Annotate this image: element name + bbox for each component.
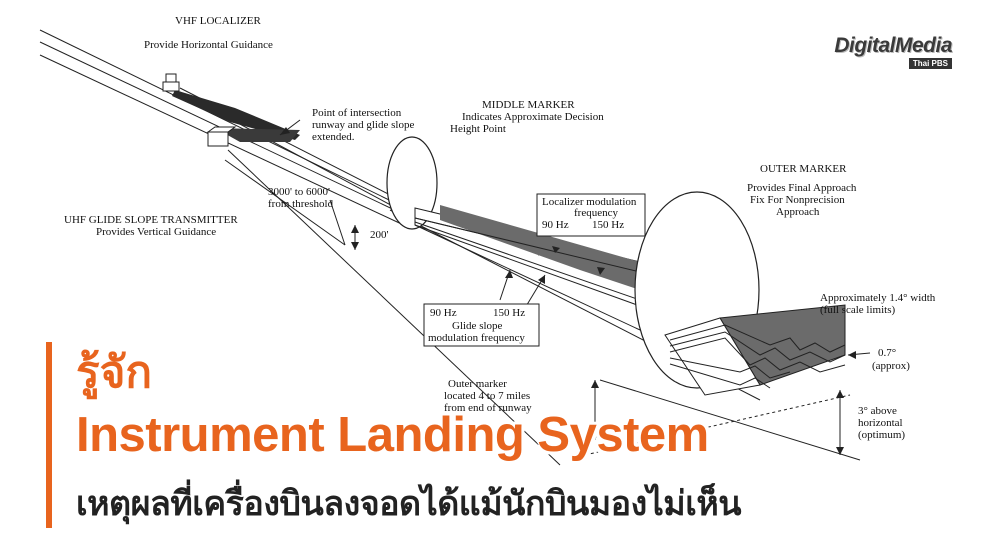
outer-marker-title: OUTER MARKER bbox=[760, 163, 847, 175]
brand-logo: DigitalMedia Thai PBS bbox=[798, 32, 958, 72]
outer-marker-line3: Approach bbox=[776, 206, 820, 218]
glide-mod-box bbox=[423, 303, 540, 347]
localizer-title: VHF LOCALIZER bbox=[175, 15, 261, 27]
glide-slope-transmitter-icon bbox=[206, 126, 237, 147]
width-line2: (full scale limits) bbox=[820, 304, 896, 316]
glide-mod-90: 90 Hz bbox=[430, 307, 457, 319]
threshold-line2: from threshold bbox=[268, 198, 334, 210]
localizer-mod-box bbox=[536, 193, 646, 237]
overlay-line2: Instrument Landing System bbox=[76, 408, 709, 462]
arrow-markers bbox=[280, 127, 856, 455]
localizer-mod-line2: frequency bbox=[574, 207, 618, 219]
overlay-line3: เหตุผลที่เครื่องบินลงจอดได้แม้นักบินมองไ… bbox=[76, 484, 742, 524]
localizer-mod-90: 90 Hz bbox=[542, 219, 569, 231]
threshold-line1: 3000' to 6000' bbox=[268, 186, 331, 198]
deg3-line2: horizontal bbox=[858, 417, 903, 429]
intersection-line2: runway and glide slope bbox=[312, 119, 415, 131]
localizer-antenna-icon bbox=[162, 73, 180, 92]
middle-marker-line1: Indicates Approximate Decision bbox=[462, 111, 604, 123]
deg07-line1: 0.7° bbox=[878, 347, 897, 359]
intersection-line1: Point of intersection bbox=[312, 107, 402, 119]
outer-marker-line2: Fix For Nonprecision bbox=[750, 194, 845, 206]
outer-location-line2: located 4 to 7 miles bbox=[444, 390, 531, 402]
glide-mod-line2: modulation frequency bbox=[428, 332, 525, 344]
middle-marker-ellipse bbox=[386, 136, 438, 230]
deg3-line1: 3° above bbox=[858, 405, 897, 417]
localizer-mod-150: 150 Hz bbox=[592, 219, 625, 231]
outer-runway bbox=[664, 317, 761, 396]
glide-beam-near bbox=[215, 128, 300, 142]
middle-marker-title: MIDDLE MARKER bbox=[482, 99, 575, 111]
deg07-line2: (approx) bbox=[872, 360, 910, 372]
glide-mod-line1: Glide slope bbox=[452, 320, 503, 332]
logo-name: DigitalMedia bbox=[834, 34, 952, 57]
outer-location-line1: Outer marker bbox=[448, 378, 507, 390]
width-line1: Approximately 1.4° width bbox=[820, 292, 936, 304]
glide-mod-150: 150 Hz bbox=[493, 307, 526, 319]
outer-location-line3: from end of runway bbox=[444, 402, 532, 414]
height-200: 200' bbox=[370, 229, 389, 241]
logo-sub: Thai PBS bbox=[908, 58, 952, 69]
glide-slope-desc: Provides Vertical Guidance bbox=[96, 226, 217, 238]
deg3-line3: (optimum) bbox=[858, 429, 906, 441]
glide-slope-title: UHF GLIDE SLOPE TRANSMITTER bbox=[64, 214, 238, 226]
overlay-line1: รู้จัก bbox=[76, 347, 153, 398]
intersection-line3: extended. bbox=[312, 131, 355, 143]
localizer-beam bbox=[172, 90, 300, 140]
outer-marker-line1: Provides Final Approach bbox=[747, 182, 857, 194]
accent-bar bbox=[46, 342, 52, 528]
middle-marker-line2: Height Point bbox=[450, 123, 506, 135]
localizer-desc: Provide Horizontal Guidance bbox=[144, 39, 273, 51]
localizer-mod-line1: Localizer modulation bbox=[542, 196, 637, 208]
